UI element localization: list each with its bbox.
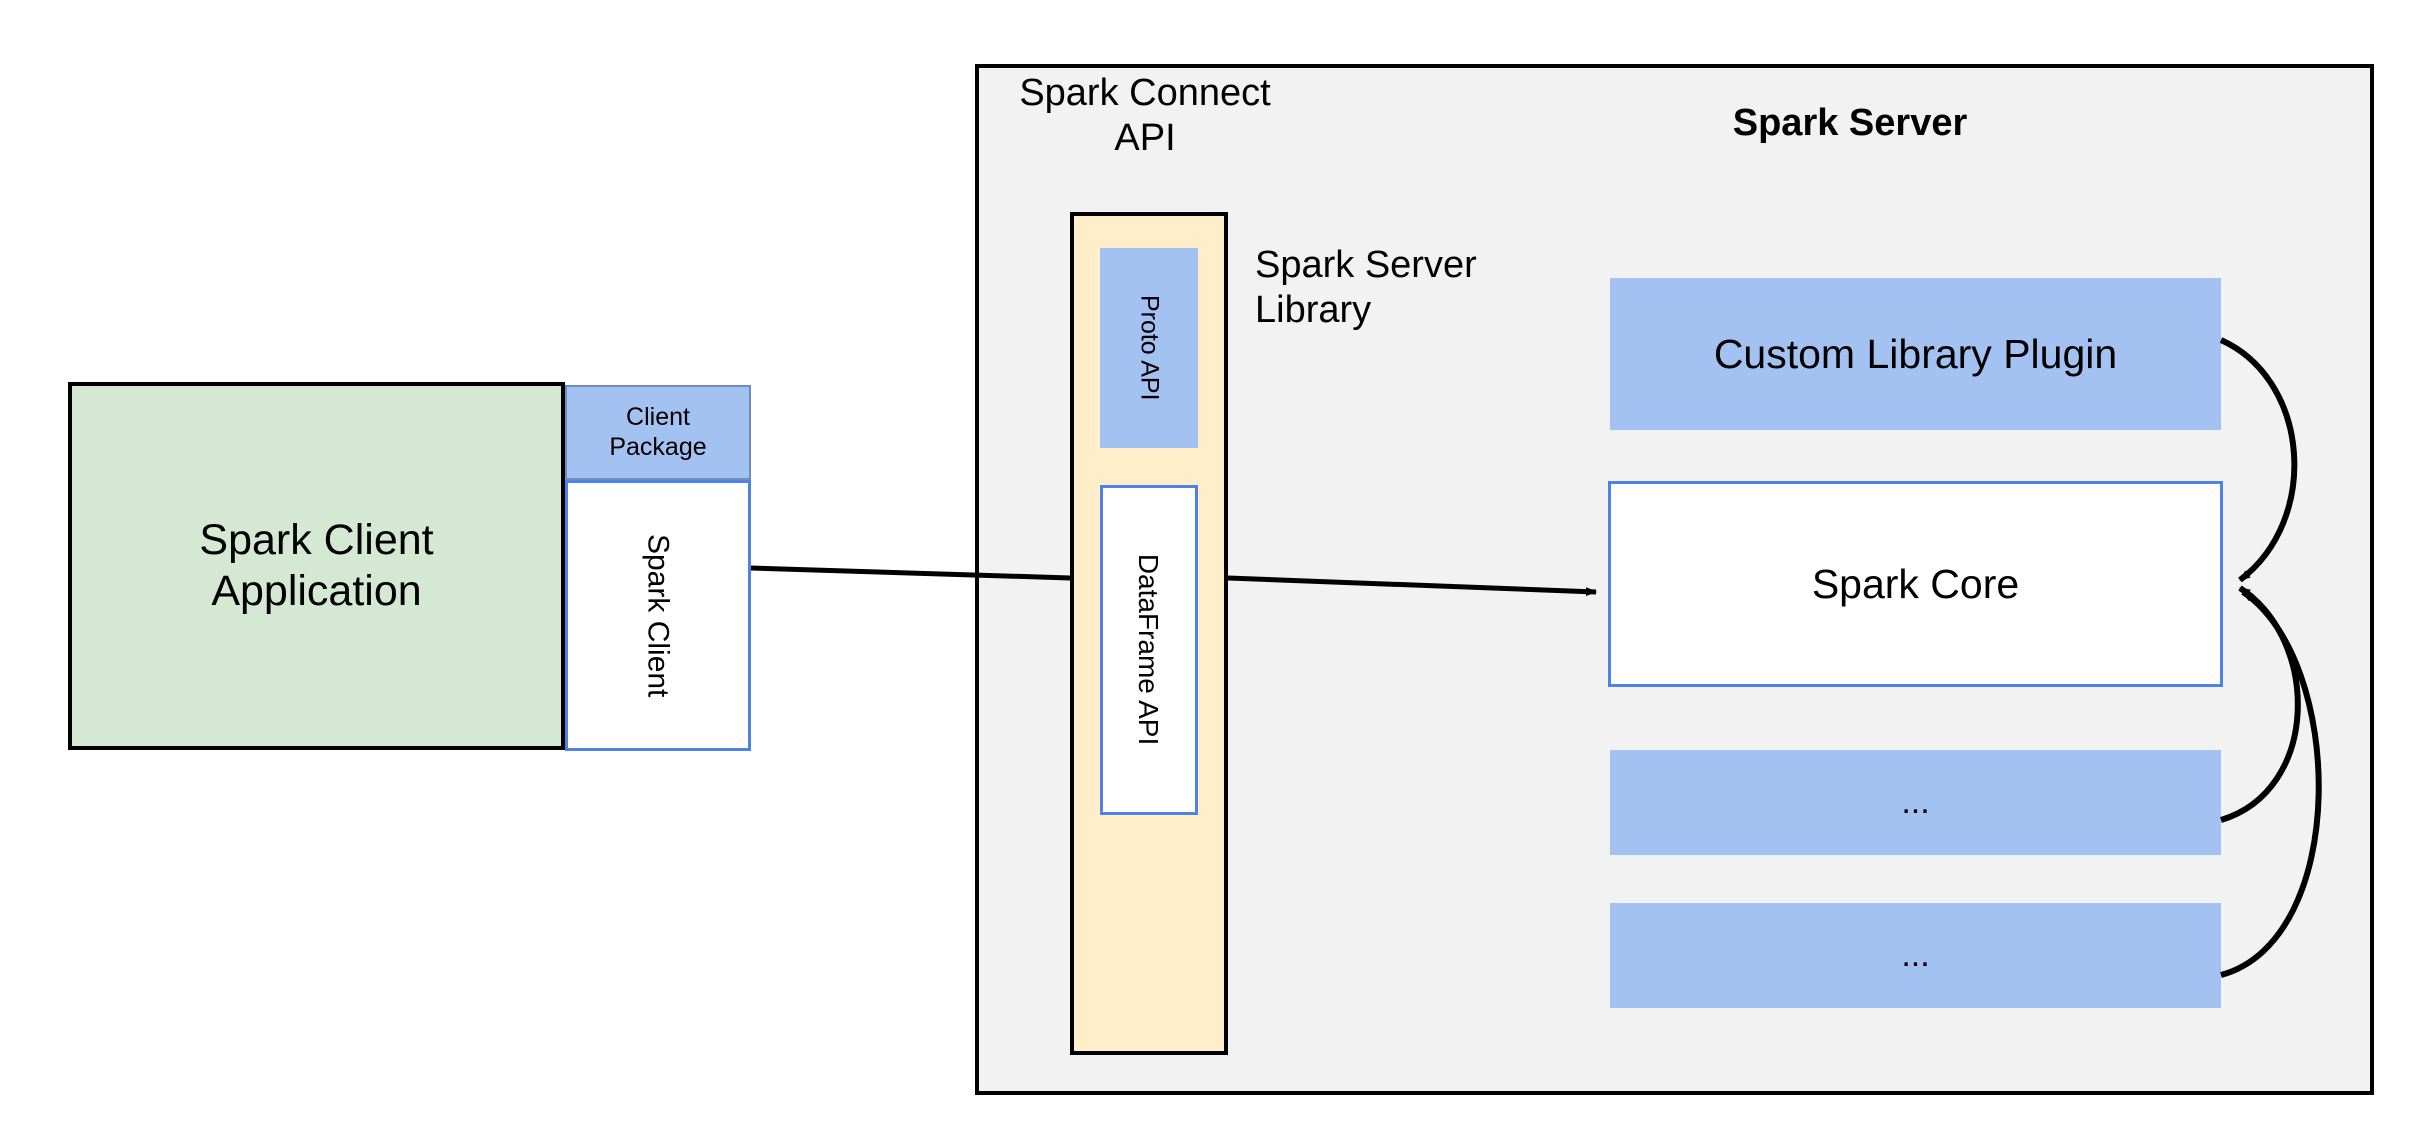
client-package-label-line1: Client (626, 403, 690, 431)
server-component-placeholder-1-label: ... (1901, 783, 1930, 822)
spark-client-box[interactable]: Spark Client (565, 480, 751, 751)
dataframe-api-box[interactable]: DataFrame API (1100, 485, 1198, 815)
client-package-box[interactable]: Client Package (565, 385, 751, 480)
spark-client-label: Spark Client (641, 533, 675, 698)
spark-core-box[interactable]: Spark Core (1608, 481, 2223, 687)
custom-library-plugin-box[interactable]: Custom Library Plugin (1610, 278, 2221, 430)
client-package-label-line2: Package (609, 432, 707, 461)
custom-library-plugin-label: Custom Library Plugin (1713, 330, 2118, 377)
spark-client-application-box[interactable]: Spark Client Application (68, 382, 565, 750)
spark-server-library-label-line2: Library (1255, 289, 1372, 331)
server-component-placeholder-2-label: ... (1901, 936, 1930, 975)
spark-connect-api-label-line2: API (1114, 117, 1176, 159)
spark-client-application-label-line2: Application (211, 567, 422, 615)
spark-server-library-label-line1: Spark Server (1255, 244, 1477, 287)
server-component-placeholder-2[interactable]: ... (1610, 903, 2221, 1008)
proto-api-label: Proto API (1135, 295, 1164, 401)
proto-api-box[interactable]: Proto API (1100, 248, 1198, 448)
dataframe-api-label: DataFrame API (1133, 554, 1165, 746)
spark-connect-api-label-line1: Spark Connect (1019, 72, 1271, 115)
spark-core-label: Spark Core (1811, 560, 2020, 607)
spark-server-library-label: Spark Server Library (1255, 243, 1555, 333)
spark-connect-api-label: Spark Connect API (1000, 66, 1290, 166)
spark-client-application-label-line1: Spark Client (199, 516, 434, 565)
spark-server-title: Spark Server (1732, 101, 1968, 144)
server-component-placeholder-1[interactable]: ... (1610, 750, 2221, 855)
